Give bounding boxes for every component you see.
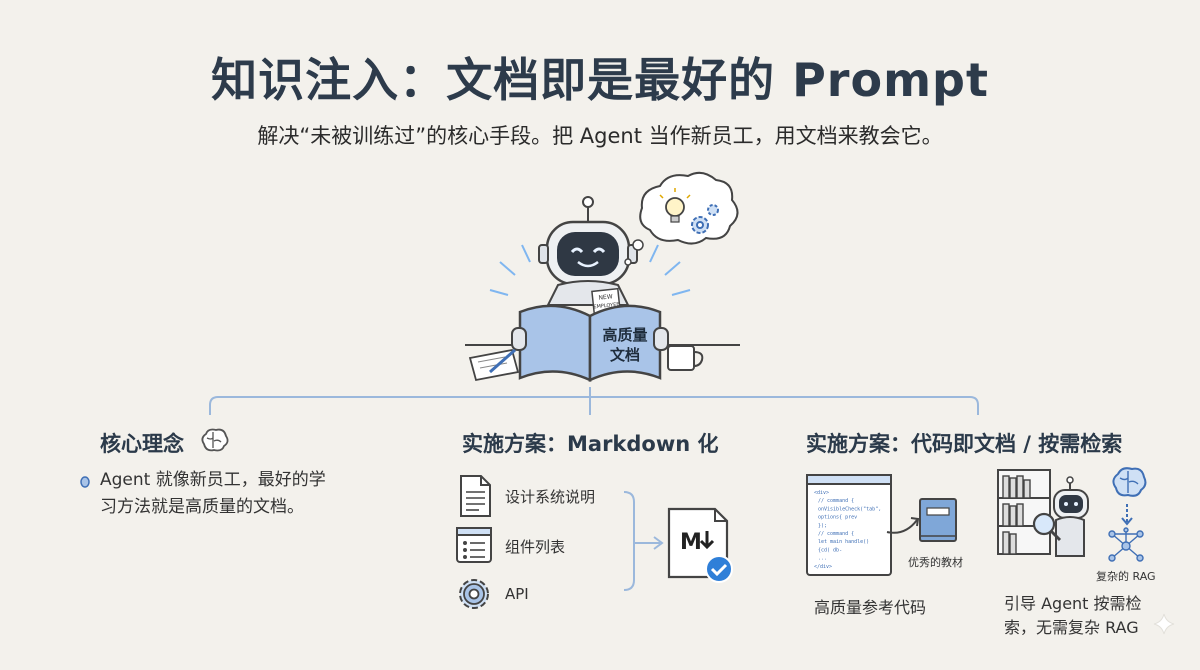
- textbook-label: 优秀的教材: [908, 556, 963, 569]
- book-title-line1: 高质量: [602, 326, 647, 344]
- magnifier-icon: [1032, 512, 1056, 536]
- network-icon: [1108, 527, 1144, 562]
- brain-icon: [201, 428, 229, 452]
- bracket-connector: [209, 387, 979, 415]
- code-line: onVisibleCheck("tab",: [818, 506, 881, 512]
- col2-item-design: 设计系统说明: [505, 488, 596, 506]
- book-right-page: [588, 304, 662, 382]
- code-line: {cd( db-: [818, 547, 842, 553]
- down-arrow: [1121, 504, 1133, 526]
- page-subtitle: 解决“未被训练过”的核心手段。把 Agent 当作新员工，用文档来教会它。: [257, 124, 943, 148]
- name-badge: [591, 287, 621, 315]
- code-caption: 高质量参考代码: [814, 598, 927, 617]
- list-icon: [456, 527, 492, 563]
- page-title: 知识注入：文档即是最好的 Prompt: [211, 53, 989, 107]
- book-left-page: [518, 304, 592, 382]
- pen: [489, 348, 516, 374]
- code-line: </div>: [814, 564, 832, 570]
- lightbulb-icon: [659, 188, 691, 223]
- api-gear-icon: [459, 579, 489, 609]
- code-line: });: [818, 523, 827, 529]
- col1-text: Agent 就像新员工，最好的学 习方法就是高质量的文档。: [100, 470, 326, 517]
- merge-bracket: [623, 491, 664, 591]
- code-line: // command {: [818, 498, 854, 504]
- code-line: // command {: [818, 531, 854, 537]
- col2-item-components: 组件列表: [505, 538, 566, 556]
- glow-rays: [489, 244, 691, 296]
- code-line: <div>: [814, 490, 829, 496]
- bullet-dot: [80, 476, 90, 488]
- code-line: let main handle(): [818, 539, 869, 545]
- col3-title: 实施方案：代码即文档 / 按需检索: [806, 432, 1123, 456]
- check-badge-icon: [705, 555, 733, 583]
- markdown-file-icon: M: [667, 507, 733, 583]
- antenna-ball: [582, 196, 594, 208]
- code-window: <div> // command { onVisibleCheck("tab", op…: [806, 474, 892, 576]
- bookshelf-icon: [997, 469, 1051, 555]
- code-line: ...: [818, 556, 827, 562]
- col2-title: 实施方案：Markdown 化: [462, 432, 719, 456]
- document-icon: [460, 475, 491, 517]
- agent-caption: 引导 Agent 按需检 索，无需复杂 RAG: [1004, 594, 1142, 637]
- sparkle-icon: [1153, 613, 1175, 635]
- book-title-line2: 文档: [610, 346, 640, 364]
- badge-line2: EMPLOYEE: [593, 302, 620, 311]
- flow-arrow: [886, 517, 920, 534]
- robot-body: [546, 280, 630, 306]
- col2-item-api: API: [505, 585, 529, 603]
- notepad: [468, 348, 520, 382]
- textbook-icon: [919, 498, 957, 542]
- robot-head: [545, 220, 631, 286]
- col1-title: 核心理念: [100, 432, 184, 456]
- thought-bubble: [639, 171, 739, 245]
- code-line: options{ prev: [818, 515, 857, 521]
- coffee-mug: [667, 345, 695, 371]
- badge-line1: NEW: [598, 293, 613, 301]
- rag-brain-icon: [1112, 467, 1147, 497]
- search-robot-icon: [1032, 476, 1089, 557]
- gear-icon: [691, 204, 719, 234]
- svg-text:M: M: [680, 530, 702, 555]
- rag-label: 复杂的 RAG: [1096, 570, 1156, 583]
